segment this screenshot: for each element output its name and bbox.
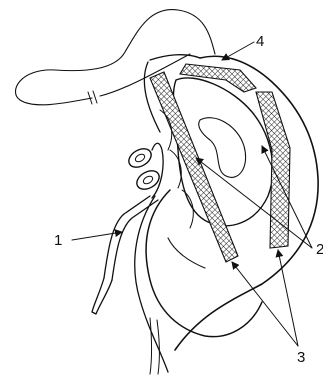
mucosa-fold bbox=[199, 118, 246, 178]
suture-thread bbox=[15, 10, 215, 105]
lower-mass bbox=[146, 190, 262, 337]
label-2: 2 bbox=[316, 241, 323, 258]
label-4: 4 bbox=[256, 33, 264, 50]
thread-break-mark bbox=[88, 91, 97, 104]
organ-outline bbox=[175, 56, 318, 350]
leader-1 bbox=[72, 232, 122, 240]
leader-3b bbox=[278, 250, 298, 346]
forceps-tip bbox=[92, 278, 112, 314]
label-1: 1 bbox=[54, 232, 62, 249]
label-3: 3 bbox=[297, 349, 305, 366]
leader-3a bbox=[232, 262, 298, 346]
lower-mass-fold bbox=[168, 238, 205, 268]
leader-4 bbox=[222, 42, 254, 60]
forceps-handle-rings bbox=[126, 145, 163, 193]
mesh-strip-right bbox=[256, 92, 290, 248]
